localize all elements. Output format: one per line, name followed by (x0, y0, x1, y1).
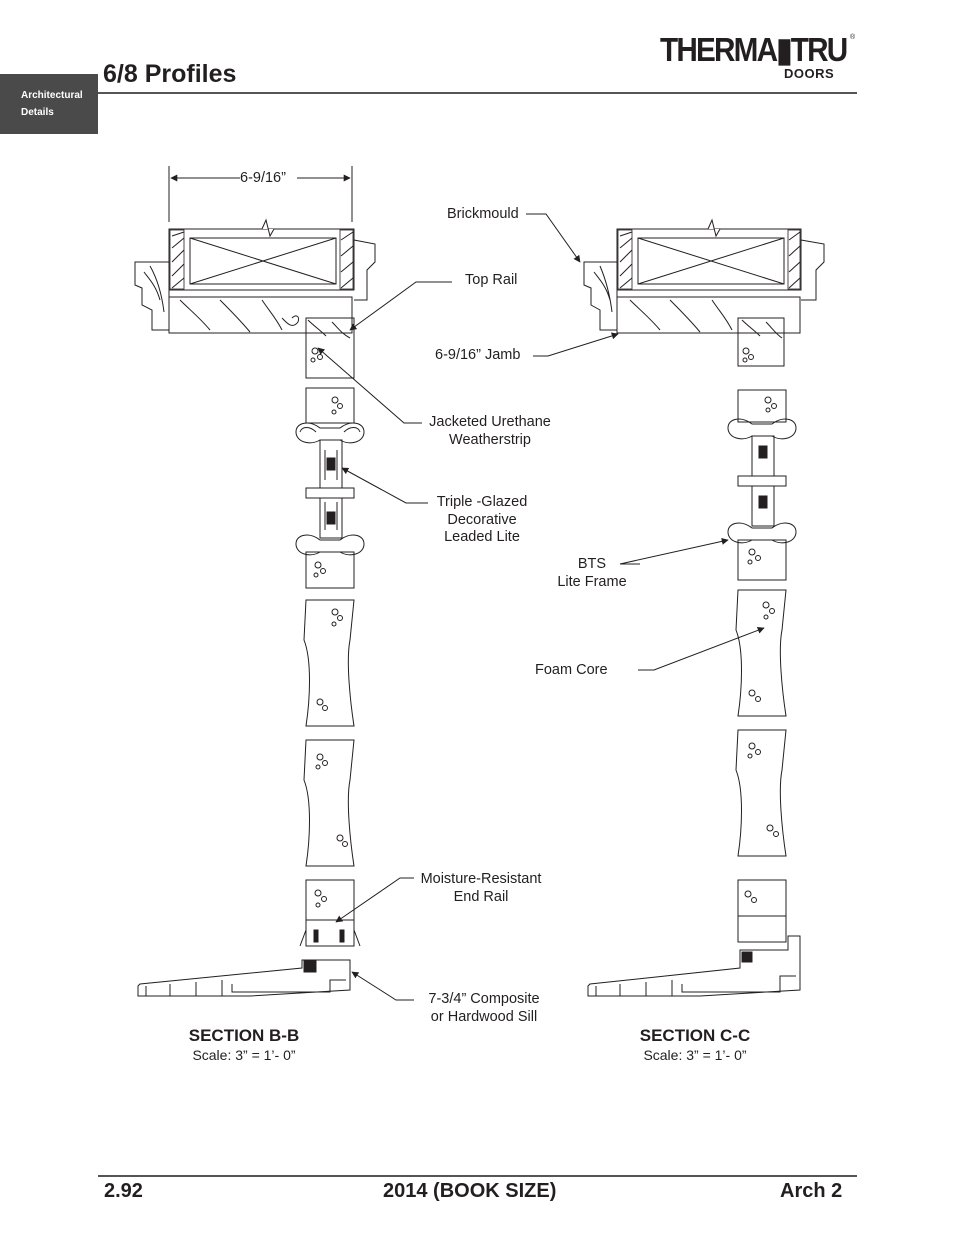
logo-registered-mark: ® (850, 34, 856, 41)
callout-brickmould: Brickmould (447, 206, 519, 222)
section-c-c-title: SECTION C-C (639, 1026, 751, 1045)
callout-weatherstrip-line-1: Jacketed Urethane (429, 414, 551, 430)
page-number: 2.92 (104, 1180, 143, 1202)
callout-lite-line-1: Triple -Glazed (436, 494, 528, 510)
callout-end-rail-line-1: Moisture-Resistant (420, 871, 542, 887)
therma-tru-logo: THERMA▮TRU ® DOORS (660, 32, 860, 84)
section-b-b-scale: Scale: 3” = 1’- 0” (192, 1047, 296, 1063)
callout-bts-line-2: Lite Frame (557, 573, 627, 590)
callout-sill: 7-3/4” Composite or Hardwood Sill (418, 991, 550, 1026)
section-c-c-drawing (583, 218, 825, 997)
callout-end-rail-line-2: End Rail (453, 888, 509, 905)
tab-line-2: Details (21, 107, 54, 118)
section-tab: Architectural Details (0, 74, 98, 134)
callout-weatherstrip-line-2: Weatherstrip (449, 431, 531, 448)
callout-foam-core: Foam Core (535, 662, 608, 678)
page-title: 6/8 Profiles (103, 60, 237, 88)
footer-rule (98, 1175, 857, 1177)
header-rule (98, 92, 857, 94)
callout-jamb: 6-9/16” Jamb (435, 347, 521, 363)
logo-doors: DOORS (784, 66, 835, 81)
callout-top-rail: Top Rail (465, 272, 518, 288)
section-b-b-drawing (134, 166, 376, 997)
leader-lines (317, 213, 765, 1001)
callout-bts: BTS Lite Frame (552, 556, 632, 591)
callout-lite-line-3: Leaded Lite (444, 529, 520, 545)
book-label: 2014 (BOOK SIZE) (383, 1180, 557, 1202)
dimension-label: 6-9/16” (240, 170, 286, 186)
section-b-b-title: SECTION B-B (188, 1026, 300, 1045)
logo-wordmark: THERMA▮TRU (660, 31, 848, 68)
callout-sill-line-1: 7-3/4” Composite (428, 991, 540, 1007)
callout-weatherstrip: Jacketed Urethane Weatherstrip (423, 414, 557, 449)
callout-end-rail: Moisture-Resistant End Rail (414, 871, 548, 906)
callout-lite-line-2: Decorative (447, 511, 517, 528)
section-label: Arch 2 (780, 1180, 843, 1202)
callout-lite: Triple -Glazed Decorative Leaded Lite (430, 494, 534, 547)
callout-sill-line-2: or Hardwood Sill (430, 1008, 538, 1025)
callout-bts-line-1: BTS (577, 556, 607, 572)
tab-line-1: Architectural (21, 90, 83, 101)
section-c-c-scale: Scale: 3” = 1’- 0” (643, 1047, 747, 1063)
